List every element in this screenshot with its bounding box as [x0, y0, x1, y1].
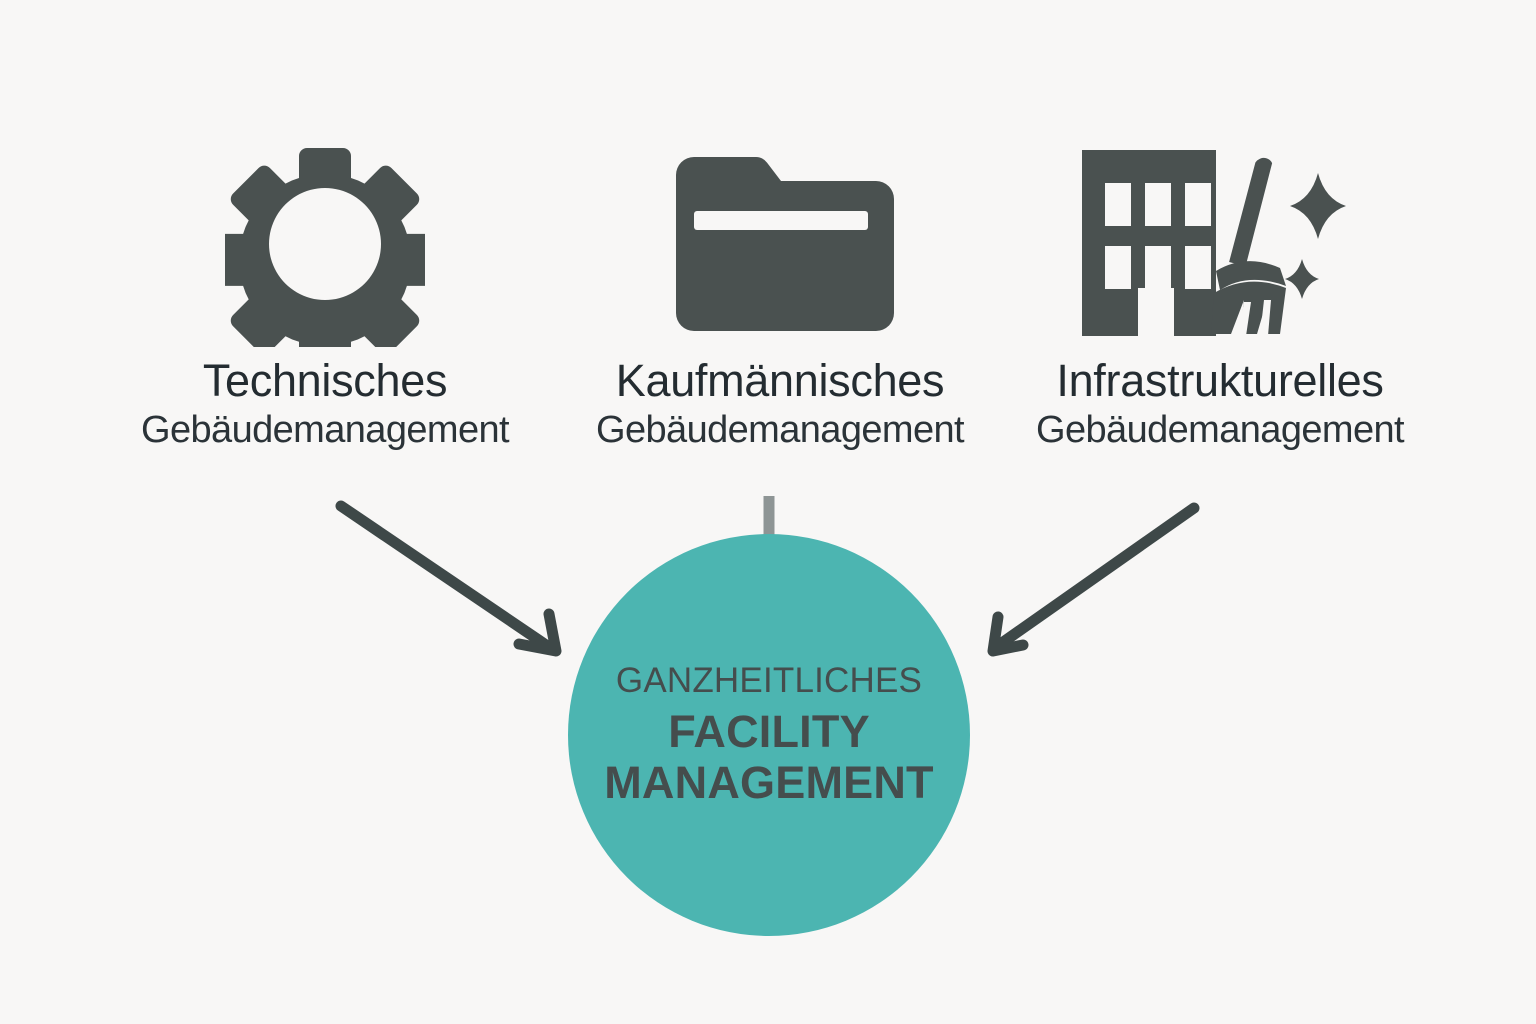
arrow-infrastrukturelles-to-center	[987, 502, 1200, 657]
pillar-technisches: Technisches Gebäudemanagement	[90, 130, 560, 449]
center-label-line-main-1: FACILITY	[668, 706, 870, 758]
folder-icon	[666, 130, 894, 358]
pillar-title-line-1: Kaufmännisches	[615, 355, 945, 406]
center-circle-facility-management: GANZHEITLICHES FACILITY MANAGEMENT	[568, 534, 970, 936]
pillar-title-line-2: Gebäudemanagement	[1036, 409, 1405, 451]
building-broom-sparkle-icon	[1074, 130, 1366, 358]
pillar-label-infrastrukturelles: Infrastrukturelles Gebäudemanagement	[1036, 355, 1405, 451]
center-label-line-top: GANZHEITLICHES	[615, 661, 923, 700]
broom-shape	[1211, 157, 1286, 336]
pillar-title-line-1: Technisches	[202, 355, 448, 406]
pillar-label-kaufmaennisches: Kaufmännisches Gebäudemanagement	[596, 355, 965, 451]
center-label-line-main-2: MANAGEMENT	[604, 757, 934, 809]
pillar-title-line-2: Gebäudemanagement	[141, 409, 510, 451]
pillar-title-line-1: Infrastrukturelles	[1056, 355, 1384, 406]
building-shape	[1082, 149, 1216, 336]
pillar-kaufmaennisches: Kaufmännisches Gebäudemanagement	[545, 130, 1015, 449]
pillar-title-line-2: Gebäudemanagement	[596, 409, 965, 451]
pillar-label-technisches: Technisches Gebäudemanagement	[141, 355, 510, 451]
arrow-technisches-to-center	[335, 500, 562, 657]
gear-icon	[225, 130, 425, 358]
sparkle-icons	[1285, 172, 1346, 299]
pillar-infrastrukturelles: Infrastrukturelles Gebäudemanagement	[985, 130, 1455, 449]
